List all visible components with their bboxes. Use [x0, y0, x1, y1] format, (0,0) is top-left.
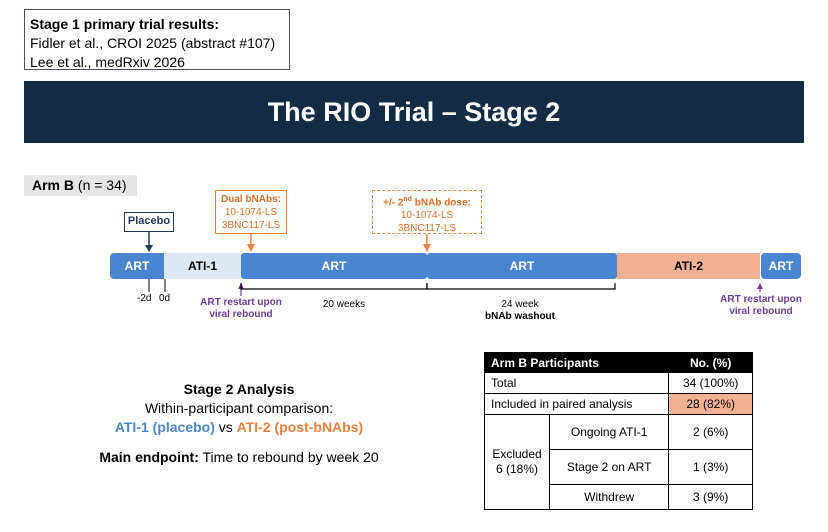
- reference-line-1: Fidler et al., CROI 2025 (abstract #107): [30, 35, 276, 51]
- placebo-box: Placebo: [124, 212, 174, 232]
- stage2-analysis: Stage 2 Analysis Within-participant comp…: [84, 380, 394, 437]
- dual-bnabs-title: Dual bNAbs:: [221, 194, 281, 205]
- dual-bnabs-drug-1: 10-1074-LS: [224, 207, 278, 218]
- bracket-24-weeks: [426, 283, 616, 290]
- reference-title: Stage 1 primary trial results:: [30, 16, 220, 32]
- dual-bnabs-drug-2: 3BNC117-LS: [221, 220, 281, 231]
- timeline-segment-art-4: ART: [761, 253, 801, 279]
- second-dose-drug-2: 3BNC117-LS: [397, 223, 457, 235]
- second-dose-title: +/- 2nd bNAb dose:: [383, 196, 471, 209]
- restart-label-1: ART restart upon viral rebound: [200, 297, 282, 320]
- main-endpoint: Main endpoint: Time to rebound by week 2…: [99, 449, 379, 465]
- participants-table: Arm B Participants No. (%) Total 34 (100…: [483, 352, 753, 510]
- bracket-20-weeks: [240, 283, 428, 290]
- label-24-week-washout: 24 week bNAb washout: [485, 299, 555, 322]
- reference-box: Stage 1 primary trial results: Fidler et…: [24, 9, 290, 70]
- placebo-label: Placebo: [127, 215, 171, 227]
- timeline-segment-art-1: ART: [110, 253, 164, 279]
- label-20-weeks: 20 weeks: [322, 299, 366, 310]
- tick-label-0d: 0d: [159, 293, 171, 304]
- placebo-arrow: [145, 232, 153, 252]
- page-title: The RIO Trial – Stage 2: [267, 96, 561, 127]
- title-banner: The RIO Trial – Stage 2: [24, 81, 804, 143]
- timeline-segment-ati-2: ATI-2: [617, 253, 760, 279]
- restart-arrow-2: [757, 283, 763, 292]
- dual-bnabs-box: Dual bNAbs: 10-1074-LS 3BNC117-LS: [215, 190, 287, 234]
- second-dose-box: +/- 2nd bNAb dose: 10-1074-LS 3BNC117-LS: [372, 190, 482, 234]
- analysis-comparison: Within-participant comparison:: [144, 400, 334, 416]
- table-row: Withdrew 3 (9%): [485, 484, 753, 510]
- excluded-cell: Excluded 6 (18%): [484, 414, 550, 510]
- timeline-segment-art-3: ART: [427, 253, 617, 279]
- timeline-segment-art-2: ART: [241, 253, 427, 279]
- timeline-segment-ati-1: ATI-1: [164, 253, 241, 279]
- tick-label-minus-2d: -2d: [137, 293, 152, 304]
- second-dose-drug-1: 10-1074-LS: [400, 210, 454, 222]
- table-header-count: No. (%): [668, 352, 753, 373]
- arm-name: Arm B: [32, 177, 75, 193]
- table-row: Stage 2 on ART 1 (3%): [485, 449, 753, 485]
- table-header-participants: Arm B Participants: [483, 352, 670, 373]
- restart-label-2: ART restart upon viral rebound: [720, 294, 802, 317]
- reference-line-2: Lee et al., medRxiv 2026: [30, 54, 185, 70]
- dual-bnabs-arrow: [247, 234, 255, 252]
- second-dose-arrow: [423, 234, 431, 252]
- analysis-arms: ATI-1 (placebo) vs ATI-2 (post-bNAbs): [114, 419, 364, 435]
- table-row: Included in paired analysis 28 (82%): [483, 393, 753, 415]
- table-row: Excluded 6 (18%) Ongoing ATI-1 2 (6%): [484, 414, 753, 510]
- arm-label: Arm B (n = 34): [24, 175, 137, 196]
- table-header-row: Arm B Participants No. (%): [483, 352, 753, 373]
- table-row: Total 34 (100%): [483, 372, 753, 394]
- arm-count: (n = 34): [74, 177, 127, 193]
- analysis-heading: Stage 2 Analysis: [183, 381, 295, 397]
